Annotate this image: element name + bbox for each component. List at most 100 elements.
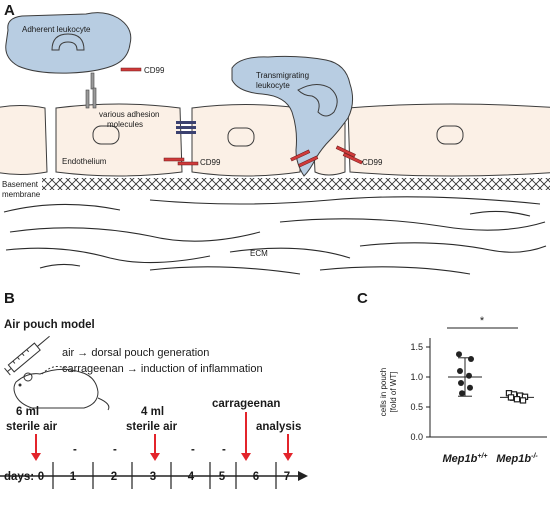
arrow-day3 [150, 434, 160, 461]
endothelial-cell [0, 105, 48, 175]
y-axis-label-line2: [fold of WT] [389, 372, 398, 413]
endothelial-cell [55, 103, 183, 177]
panel-b: B Air pouch model air → dorsal pouch gen… [0, 290, 308, 489]
adhesion-molecule [85, 89, 90, 109]
cd99-molecule [120, 67, 142, 72]
data-point [466, 372, 472, 379]
arrow-day7 [283, 434, 293, 461]
dash-marker: - [73, 444, 77, 456]
timeline-axis [0, 462, 308, 489]
mouse-ear [23, 372, 33, 382]
day-2: 2 [111, 471, 117, 483]
endothelium-layer [0, 103, 550, 177]
leukocyte-nucleus [51, 33, 85, 51]
data-point [519, 397, 527, 404]
day-6: 6 [253, 471, 259, 483]
event-day6-label: carrageenan [212, 398, 280, 410]
day-7: 7 [284, 471, 290, 483]
cd99-molecule [163, 157, 185, 162]
event-day0-line2: sterile air [6, 421, 58, 433]
air-pouch-title: Air pouch model [4, 319, 95, 331]
cd99-molecule [177, 161, 199, 166]
data-point [468, 356, 474, 362]
panel-c: C cells in pouch [fold of WT] 0.0 0.5 1.0 1… [357, 290, 547, 465]
panel-a: A [0, 2, 550, 275]
data-point [467, 384, 473, 391]
significance-star: * [480, 315, 485, 327]
event-arrows [31, 412, 293, 461]
day-1: 1 [70, 471, 77, 483]
transmigrating-label-line2: leukocyte [256, 81, 290, 90]
syringe [4, 335, 50, 376]
nucleus [436, 125, 464, 145]
junction-adhesion-molecule [176, 126, 196, 129]
cd99-molecule [342, 152, 363, 165]
cd99-label: CD99 [144, 66, 165, 75]
adhesion-molecule [90, 72, 95, 90]
y-tick-label: 1.0 [410, 372, 423, 382]
day-3: 3 [150, 471, 156, 483]
adhesion-label-line1: various adhesion [99, 110, 159, 119]
arrow-day0 [31, 434, 41, 461]
dash-marker: - [222, 444, 226, 456]
endothelial-cell [347, 103, 550, 177]
day-4: 4 [188, 471, 195, 483]
data-marks [448, 351, 534, 404]
cd99-molecule [335, 145, 356, 158]
data-point [458, 380, 464, 386]
cd99-label: CD99 [200, 158, 221, 167]
junction-adhesion-molecule [176, 121, 196, 124]
mouse-syringe-illustration [4, 335, 110, 411]
basement-membrane [42, 178, 550, 190]
dash-marker: - [113, 444, 117, 456]
junction-adhesion-molecule [176, 131, 196, 134]
mouse-body [13, 368, 99, 409]
x-tick-wt: Mep1b+/+ [443, 453, 488, 465]
cd99-molecule [298, 155, 319, 168]
data-point [459, 390, 465, 397]
y-axis-label-line1: cells in pouch [379, 368, 388, 416]
mouse-tail [97, 397, 110, 411]
data-point [507, 394, 515, 401]
panel-a-letter: A [4, 2, 15, 19]
data-point [513, 396, 521, 403]
nucleus [92, 125, 120, 145]
adhesion-label-line2: molecules [107, 120, 143, 129]
extracellular-matrix [3, 196, 547, 275]
basement-label-line2: membrane [2, 190, 41, 199]
mouse-eye [18, 383, 22, 387]
day-5: 5 [219, 471, 226, 483]
air-line: air → dorsal pouch generation [62, 347, 209, 359]
data-point [456, 351, 462, 358]
event-day3-line1: 4 ml [141, 406, 164, 418]
nucleus [227, 127, 255, 147]
adhesion-molecule [92, 87, 97, 109]
basement-label-line1: Basement [2, 180, 39, 189]
cd99-molecule [290, 149, 311, 162]
event-day0-line1: 6 ml [16, 406, 39, 418]
y-axis-ticks: 0.0 0.5 1.0 1.5 [410, 342, 430, 442]
transmigrating-label-line1: Transmigrating [256, 71, 309, 80]
y-tick-label: 0.0 [410, 432, 423, 442]
event-day7-label: analysis [256, 421, 301, 433]
adherent-leukocyte-label: Adherent leukocyte [22, 25, 91, 34]
event-day3-line2: sterile air [126, 421, 178, 433]
ecm-label: ECM [250, 249, 268, 258]
y-tick-label: 0.5 [410, 402, 423, 412]
day-0: 0 [38, 471, 44, 483]
leukocyte-nucleus [297, 84, 338, 117]
y-tick-label: 1.5 [410, 342, 423, 352]
panel-c-letter: C [357, 290, 368, 307]
endothelial-cell [191, 104, 301, 177]
panel-b-letter: B [4, 290, 15, 307]
days-label: days: [4, 471, 34, 483]
endothelium-label: Endothelium [62, 157, 107, 166]
x-tick-ko: Mep1b-/- [496, 453, 538, 465]
carrageenan-line: carrageenan → induction of inflammation [62, 363, 263, 375]
adherent-leukocyte [5, 12, 132, 74]
arrow-day6 [241, 412, 251, 461]
dash-marker: - [191, 444, 195, 456]
air-pouch [41, 366, 73, 375]
data-point [457, 368, 463, 374]
